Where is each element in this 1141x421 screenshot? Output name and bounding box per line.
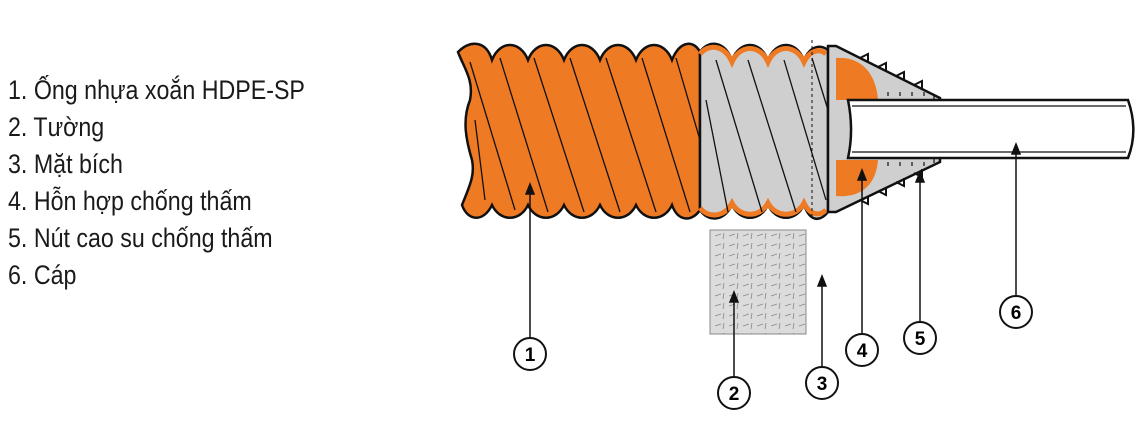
- waterproof-compound-bottom: [836, 160, 878, 197]
- pipe-body: [456, 42, 702, 220]
- waterproof-compound-top: [836, 57, 878, 100]
- callout-6-label: 6: [1011, 303, 1022, 324]
- callout-1: 1: [513, 337, 547, 371]
- callout-4-label: 4: [857, 341, 868, 362]
- legend-item-compound: 4. Hỗn hợp chống thấm: [8, 186, 252, 216]
- legend-item-flange: 3. Mặt bích: [8, 149, 123, 179]
- wall-block: [709, 229, 807, 335]
- legend-item-rubber-plug: 5. Nút cao su chống thấm: [8, 223, 273, 253]
- corrugated-pipe: [456, 40, 830, 220]
- legend-item-cable: 6. Cáp: [8, 260, 77, 290]
- callout-5: 5: [903, 321, 937, 355]
- callout-3: 3: [805, 366, 839, 400]
- callout-3-label: 3: [817, 374, 828, 395]
- legend-item-pipe: 1. Ống nhựa xoắn HDPE-SP: [8, 75, 305, 105]
- callout-2-label: 2: [729, 384, 740, 405]
- callout-6: 6: [999, 295, 1033, 329]
- callout-5-label: 5: [915, 329, 926, 350]
- callout-2: 2: [717, 376, 751, 410]
- legend: 1. Ống nhựa xoắn HDPE-SP 2. Tường 3. Mặt…: [8, 72, 352, 294]
- legend-item-wall: 2. Tường: [8, 112, 105, 142]
- cable: [846, 98, 1135, 160]
- callout-4: 4: [845, 333, 879, 367]
- callout-1-label: 1: [525, 345, 536, 366]
